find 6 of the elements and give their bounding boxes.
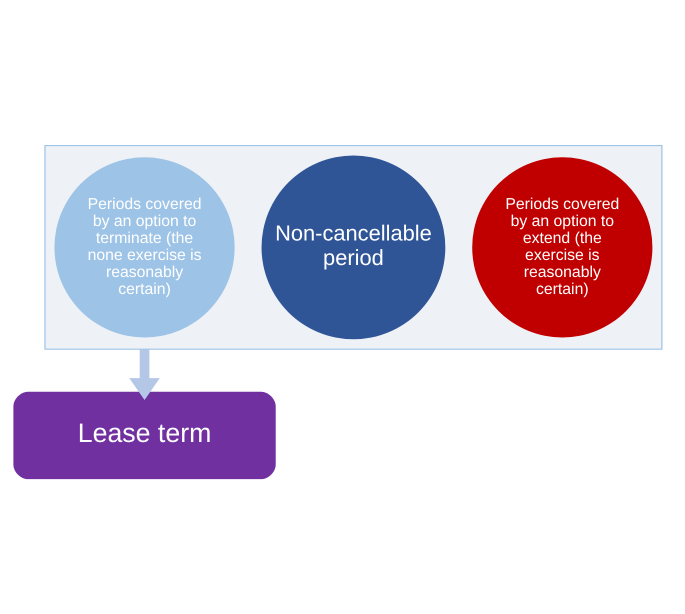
arrow	[129, 348, 160, 400]
node-circle: Non-cancellable period	[262, 154, 446, 339]
node-circle: Periods covered by an option to extend (the exercise is reasonably certain)	[472, 156, 652, 337]
cluster	[44, 144, 662, 350]
node-circle: Periods covered by an option to terminate (the none exercise is reasonably certain)	[54, 156, 235, 337]
node-box: Lease term	[13, 391, 276, 479]
